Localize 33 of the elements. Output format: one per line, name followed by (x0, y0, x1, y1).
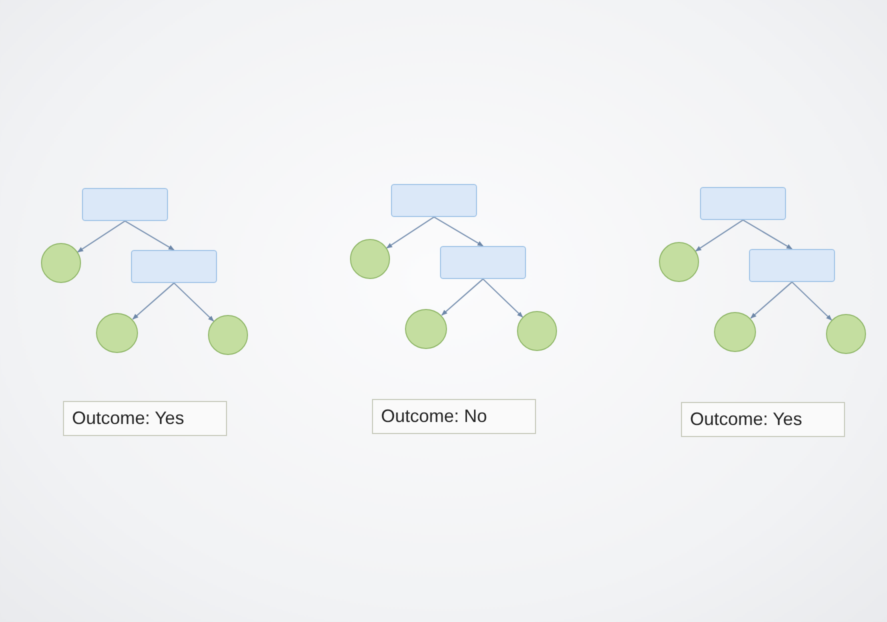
leaf-node-circle (826, 314, 866, 354)
leaf-node-circle (96, 313, 138, 353)
decision-node-box (749, 249, 835, 282)
arrow (750, 282, 792, 319)
outcome-text: Outcome: No (381, 406, 488, 427)
arrow (434, 216, 484, 247)
outcome-box (681, 402, 845, 437)
decision-node-box (131, 250, 217, 283)
leaf-node-circle (41, 243, 81, 283)
arrow (742, 219, 793, 250)
arrow (174, 282, 214, 322)
decision-node-box (82, 188, 168, 221)
outcome-box (63, 401, 227, 436)
arrow (482, 278, 524, 318)
arrow (441, 278, 484, 316)
decision-node-box (700, 187, 786, 220)
leaf-node-circle (350, 239, 390, 279)
leaf-node-circle (517, 311, 557, 351)
outcome-text: Outcome: Yes (72, 408, 184, 429)
arrow (792, 282, 832, 321)
leaf-node-circle (659, 242, 699, 282)
arrow (695, 220, 744, 252)
arrow (386, 216, 434, 249)
arrow (77, 220, 126, 253)
decision-node-box (391, 184, 477, 217)
leaf-node-circle (714, 312, 756, 352)
leaf-node-circle (405, 309, 447, 349)
decision-node-box (440, 246, 526, 279)
outcome-box (372, 399, 536, 434)
arrow (124, 220, 175, 251)
outcome-text: Outcome: Yes (690, 409, 802, 430)
leaf-node-circle (208, 315, 248, 355)
arrow (132, 282, 174, 320)
